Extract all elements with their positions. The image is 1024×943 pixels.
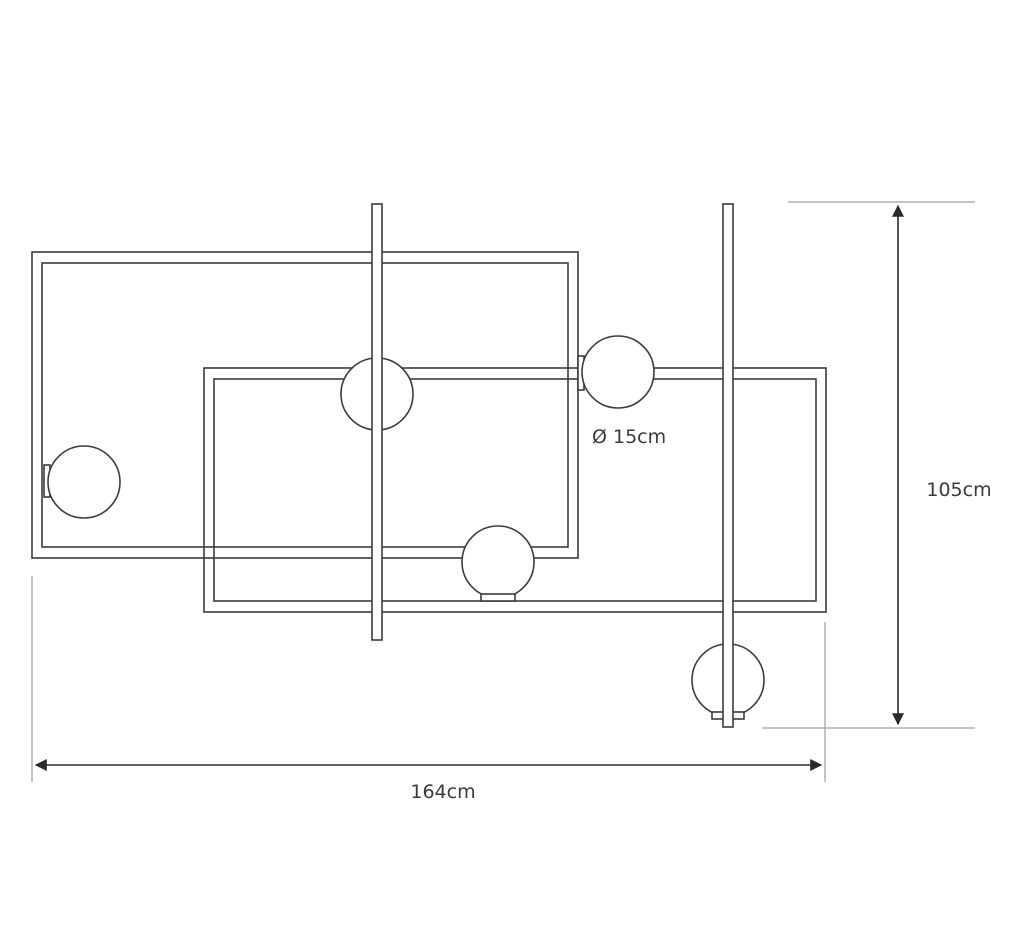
globes — [43, 335, 765, 720]
width-label: 164cm — [410, 781, 475, 803]
globe-center-bottom — [461, 525, 535, 602]
extension-lines — [31, 201, 975, 782]
support-bars — [371, 203, 734, 728]
frame-large-inner — [41, 262, 569, 548]
frame-large — [31, 251, 579, 559]
globe-diameter-label: Ø 15cm — [592, 426, 666, 448]
globe-right-top — [577, 335, 655, 409]
frame-large-outer — [31, 251, 579, 559]
height-label: 105cm — [926, 479, 991, 501]
support-bar-right — [722, 203, 734, 728]
frame-small-outer — [203, 367, 827, 613]
support-bar-left — [371, 203, 383, 641]
globe-left — [43, 445, 121, 519]
